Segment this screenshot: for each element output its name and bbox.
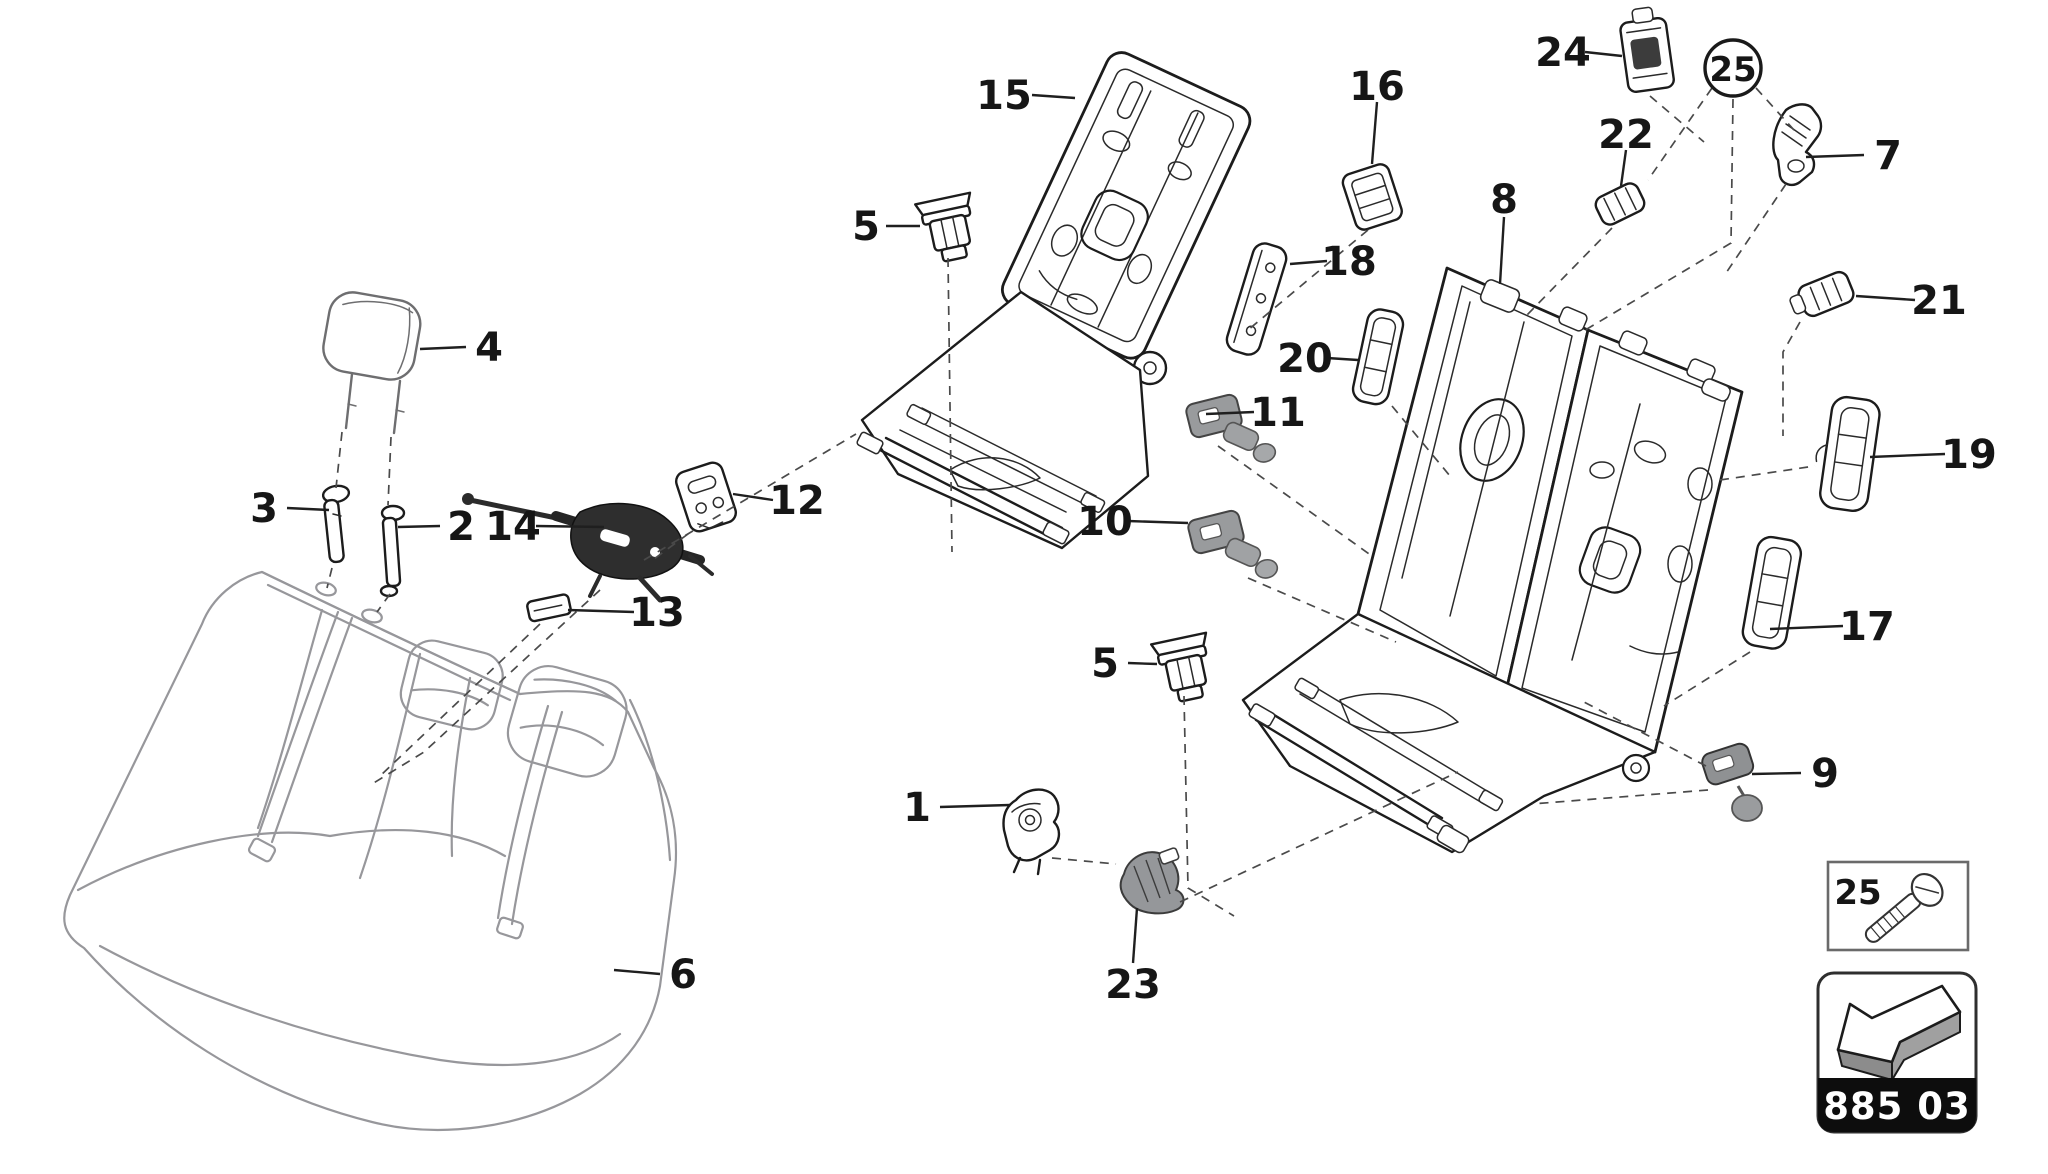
bracket-24 [1619, 6, 1675, 94]
trim-cap-5-bottom [1150, 631, 1221, 707]
seat-base-frame-15 [856, 290, 1150, 550]
callout-19-label: 19 [1941, 432, 1997, 478]
callout-20-label: 20 [1277, 336, 1333, 382]
legend-fastener-label: 25 [1834, 873, 1881, 913]
callout-5b-label: 5 [1091, 641, 1119, 687]
callout-5a-label: 5 [852, 204, 880, 250]
group-code-label: 885 03 [1823, 1085, 1971, 1128]
callout-15-label: 15 [976, 73, 1032, 119]
trim-7 [1772, 103, 1823, 187]
legend-group-box: 885 03 [1816, 971, 1978, 1134]
backrest-frame-8-left [1356, 266, 1590, 698]
callout-4-label: 4 [475, 325, 503, 371]
circle-callout-25-label: 25 [1709, 50, 1756, 90]
callout-7-label: 7 [1874, 133, 1902, 179]
callout-17-label: 17 [1839, 604, 1895, 650]
leader-lines [286, 50, 1946, 976]
clip-23 [1119, 847, 1185, 915]
cover-1 [1002, 788, 1061, 876]
headrest-guide-2 [379, 504, 406, 598]
callout-3-label: 3 [250, 486, 278, 532]
callout-11-label: 11 [1250, 390, 1306, 436]
callout-1-label: 1 [903, 785, 931, 831]
screw-icon [1864, 873, 1944, 943]
guide-19 [1815, 395, 1881, 513]
legend-fastener-box: 25 [1826, 860, 1970, 952]
callout-2-label: 2 [447, 504, 475, 550]
callout-18-label: 18 [1321, 239, 1377, 285]
trim-cap-5-top [914, 191, 985, 267]
buckle-9 [1701, 742, 1763, 822]
callout-22-label: 22 [1598, 112, 1654, 158]
callout-23-label: 23 [1105, 962, 1161, 1008]
callout-16-label: 16 [1349, 64, 1405, 110]
fold-direction-arrow-icon [1836, 984, 1962, 1084]
guide-17 [1741, 535, 1803, 650]
callout-12-label: 12 [769, 478, 825, 524]
bracket-12 [674, 461, 738, 533]
sleeve-21 [1789, 270, 1855, 318]
callout-labels: 15 16 5 18 20 24 22 7 8 21 11 19 4 12 3 … [250, 30, 1997, 1008]
callout-14-label: 14 [485, 504, 541, 550]
bench-middle-headrest [399, 639, 504, 731]
callout-9-label: 9 [1811, 751, 1839, 797]
dashed-assembly-lines [326, 87, 1816, 917]
callout-10-label: 10 [1077, 499, 1133, 545]
clip-13 [526, 593, 572, 623]
callout-21-label: 21 [1911, 278, 1967, 324]
rail-18 [1225, 242, 1288, 356]
belt-latch-10 [1185, 502, 1281, 595]
callout-8-label: 8 [1490, 177, 1518, 223]
bench-seat-drawing [63, 570, 678, 1131]
bracket-16 [1341, 163, 1403, 231]
latch-mechanism-14 [462, 493, 714, 603]
callout-13-label: 13 [629, 590, 685, 636]
headrest-drawing [322, 291, 422, 435]
callout-6-label: 6 [669, 952, 697, 998]
seat-base-frame-8 [1241, 612, 1657, 854]
group-code-band [1818, 1078, 1976, 1132]
sleeve-22 [1594, 182, 1646, 226]
headrest-guide-3 [321, 484, 351, 564]
guide-20 [1351, 308, 1405, 406]
circle-callout-25: 25 [1703, 38, 1763, 98]
callout-24-label: 24 [1535, 30, 1591, 76]
bench-right-headrest [506, 665, 628, 778]
